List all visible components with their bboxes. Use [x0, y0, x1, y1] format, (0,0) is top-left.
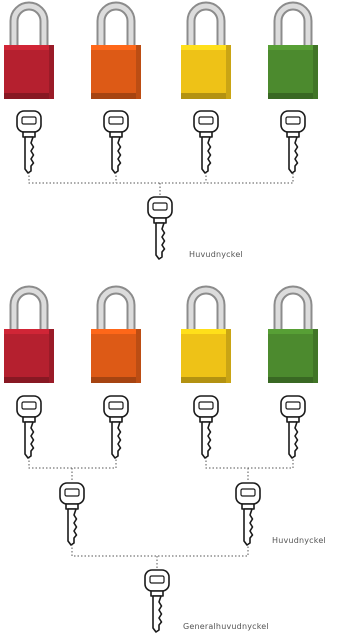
padlock-icon [91, 290, 141, 383]
master-key-label: Huvudnyckel [272, 536, 326, 545]
padlock-body [181, 45, 231, 99]
key-icon [60, 483, 84, 545]
key-icon [236, 483, 260, 545]
master-key-label: Huvudnyckel [189, 250, 243, 259]
key-icon [145, 570, 169, 632]
padlock-icon [4, 290, 54, 383]
connector-line [29, 457, 116, 482]
padlock-icon [268, 6, 318, 99]
padlock-body [91, 45, 141, 99]
padlock-body [181, 329, 231, 383]
padlock-icon [181, 290, 231, 383]
key-icon [17, 111, 41, 173]
padlock-body [91, 329, 141, 383]
connector-line [29, 172, 293, 196]
padlock-icon [91, 6, 141, 99]
key-icon [148, 197, 172, 259]
padlock-body [268, 45, 318, 99]
key-icon [281, 396, 305, 458]
key-icon [104, 396, 128, 458]
grand-master-key-label: Generalhuvudnyckel [183, 622, 269, 631]
padlock-icon [268, 290, 318, 383]
key-icon [194, 111, 218, 173]
padlock-body [4, 45, 54, 99]
connector-line [72, 544, 248, 569]
connector-line [206, 457, 293, 482]
key-icon [104, 111, 128, 173]
padlock-icon [4, 6, 54, 99]
padlock-body [268, 329, 318, 383]
padlock-body [4, 329, 54, 383]
key-icon [194, 396, 218, 458]
key-icon [17, 396, 41, 458]
padlock-icon [181, 6, 231, 99]
key-icon [281, 111, 305, 173]
